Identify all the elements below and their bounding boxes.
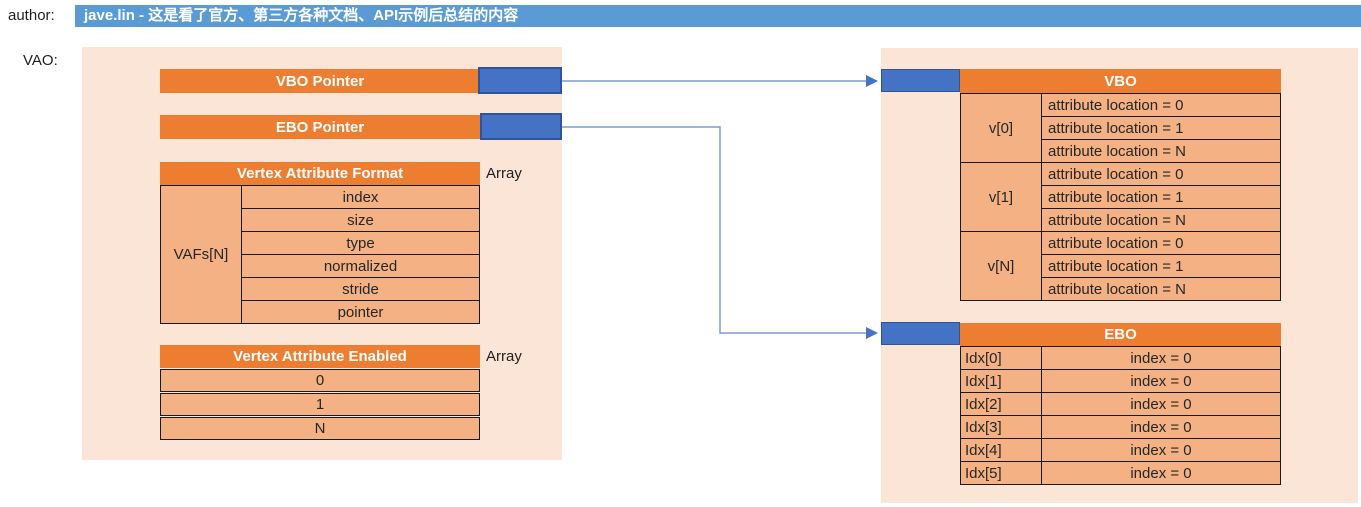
vbo-vertex-cell: v[N] [961, 232, 1041, 300]
vaf-field-cell: pointer [242, 301, 479, 323]
vbo-attr-cell: attribute location = 1 [1042, 186, 1280, 208]
ebo-table: Idx[0] index = 0 Idx[1] index = 0 Idx[2]… [960, 346, 1281, 485]
vbo-pointer-value-box [478, 67, 562, 94]
vbo-table-header: VBO [960, 69, 1281, 93]
vbo-target-box [881, 69, 960, 92]
vao-label: VAO: [23, 52, 58, 69]
vae-row: N [160, 417, 480, 440]
vbo-vertex-cell: v[1] [961, 163, 1041, 231]
vao-panel: VBO Pointer EBO Pointer Vertex Attribute… [82, 47, 562, 460]
ebo-index-cell: Idx[2] [961, 393, 1041, 415]
vbo-attr-cell: attribute location = N [1042, 140, 1280, 162]
vae-row: 0 [160, 369, 480, 392]
ebo-value-cell: index = 0 [1042, 416, 1280, 438]
ebo-index-cell: Idx[4] [961, 439, 1041, 461]
ebo-pointer-bar: EBO Pointer [160, 115, 480, 139]
vbo-attr-cell: attribute location = N [1042, 209, 1280, 231]
ebo-value-cell: index = 0 [1042, 393, 1280, 415]
vbo-attr-cell: attribute location = 0 [1042, 163, 1280, 185]
vbo-attr-cell: attribute location = 0 [1042, 94, 1280, 116]
ebo-target-box [881, 322, 960, 345]
vbo-vertex-cell: v[0] [961, 94, 1041, 162]
ebo-index-cell: Idx[5] [961, 462, 1041, 484]
vae-rows: 0 1 N [160, 369, 480, 441]
vaf-field-cell: type [242, 232, 479, 254]
ebo-value-cell: index = 0 [1042, 439, 1280, 461]
vaf-row-header-cell: VAFs[N] [161, 186, 241, 323]
ebo-index-cell: Idx[1] [961, 370, 1041, 392]
ebo-value-cell: index = 0 [1042, 370, 1280, 392]
vbo-pointer-bar: VBO Pointer [160, 69, 480, 93]
vaf-array-label: Array [486, 165, 522, 182]
buffers-panel: VBO v[0] attribute location = 0 attribut… [881, 48, 1358, 503]
vaf-field-cell: stride [242, 278, 479, 300]
vaf-field-cell: size [242, 209, 479, 231]
vae-table-header: Vertex Attribute Enabled [160, 345, 480, 368]
ebo-pointer-connector-line [562, 126, 866, 334]
vbo-attr-cell: attribute location = 1 [1042, 255, 1280, 277]
vaf-table: VAFs[N] index size type normalized strid… [160, 185, 480, 324]
ebo-value-cell: index = 0 [1042, 462, 1280, 484]
ebo-table-header: EBO [960, 323, 1281, 346]
arrowhead-icon [866, 75, 878, 87]
author-label: author: [8, 7, 55, 24]
vaf-field-cell: index [242, 186, 479, 208]
ebo-value-cell: index = 0 [1042, 347, 1280, 369]
arrowhead-icon [866, 327, 878, 339]
ebo-index-cell: Idx[3] [961, 416, 1041, 438]
vaf-field-cell: normalized [242, 255, 479, 277]
ebo-pointer-value-box [480, 113, 562, 140]
vae-array-label: Array [486, 348, 522, 365]
vbo-attr-cell: attribute location = 0 [1042, 232, 1280, 254]
title-bar: jave.lin - 这是看了官方、第三方各种文档、API示例后总结的内容 [75, 5, 1361, 27]
ebo-index-cell: Idx[0] [961, 347, 1041, 369]
vbo-table: v[0] attribute location = 0 attribute lo… [960, 93, 1281, 301]
vae-row: 1 [160, 393, 480, 416]
vaf-table-header: Vertex Attribute Format [160, 162, 480, 185]
vbo-attr-cell: attribute location = 1 [1042, 117, 1280, 139]
vbo-attr-cell: attribute location = N [1042, 278, 1280, 300]
